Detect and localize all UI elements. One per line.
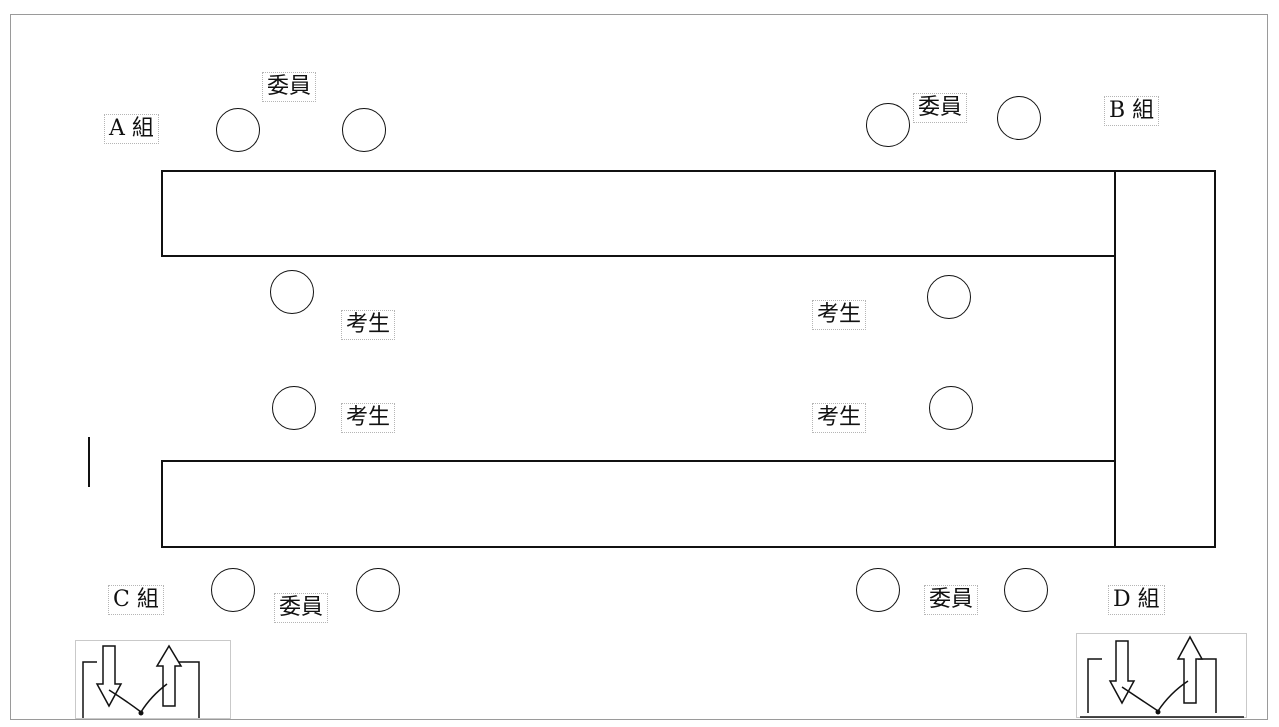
group-c-label: C 組 bbox=[108, 585, 164, 615]
group-b-label: B 組 bbox=[1104, 96, 1160, 126]
committee-label-bottom-left: 委員 bbox=[274, 593, 329, 623]
table-top bbox=[161, 170, 1117, 257]
committee-label-top-left: 委員 bbox=[262, 72, 317, 102]
committee-label-bottom-right: 委員 bbox=[924, 585, 979, 615]
committee-seat bbox=[356, 568, 400, 612]
door-icon-left bbox=[75, 640, 231, 719]
candidate-seat bbox=[927, 275, 971, 319]
candidate-label-left-upper: 考生 bbox=[341, 310, 396, 340]
table-bottom bbox=[161, 460, 1117, 548]
committee-seat bbox=[866, 103, 910, 147]
group-a-label: A 組 bbox=[104, 114, 159, 144]
committee-seat bbox=[342, 108, 386, 152]
candidate-seat bbox=[270, 270, 314, 314]
group-d-label: D 組 bbox=[1108, 585, 1165, 615]
diagram-frame bbox=[10, 14, 1268, 720]
committee-seat bbox=[997, 96, 1041, 140]
door-icon-right bbox=[1076, 633, 1247, 718]
committee-seat bbox=[856, 568, 900, 612]
table-right bbox=[1114, 170, 1216, 548]
committee-seat bbox=[211, 568, 255, 612]
candidate-label-right-upper: 考生 bbox=[812, 300, 867, 330]
candidate-seat bbox=[929, 386, 973, 430]
committee-seat bbox=[1004, 568, 1048, 612]
candidate-label-left-lower: 考生 bbox=[341, 403, 396, 433]
committee-label-top-right: 委員 bbox=[913, 93, 968, 123]
committee-seat bbox=[216, 108, 260, 152]
candidate-label-right-lower: 考生 bbox=[812, 403, 867, 433]
candidate-seat bbox=[272, 386, 316, 430]
side-marker-line bbox=[88, 437, 90, 487]
